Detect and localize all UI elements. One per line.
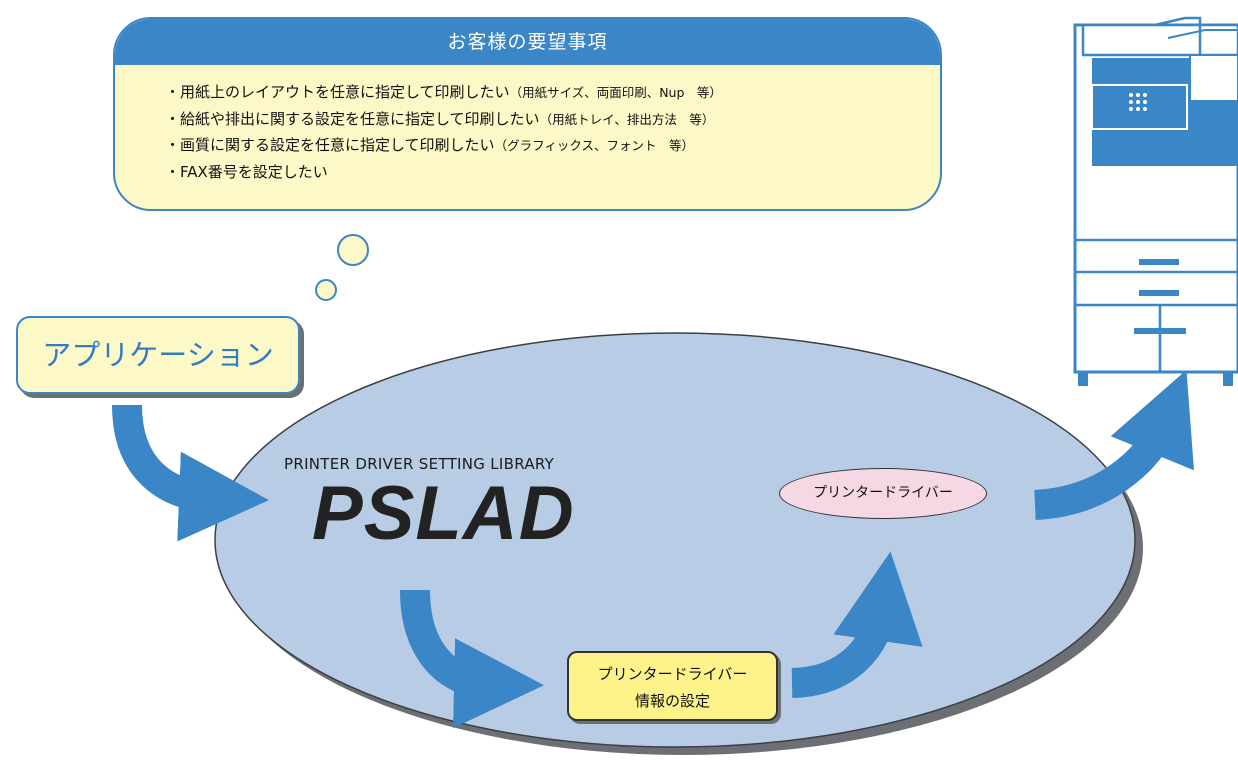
list-item: ・画質に関する設定を任意に指定して印刷したい（グラフィックス、フォント 等） — [165, 132, 940, 159]
thought-bubble-icon — [337, 234, 369, 266]
list-item: ・FAX番号を設定したい — [165, 159, 940, 186]
application-box: アプリケーション — [16, 316, 300, 394]
requirement-text: ・FAX番号を設定したい — [165, 162, 328, 181]
settings-line-2: 情報の設定 — [634, 692, 710, 710]
thought-bubble-icon — [315, 279, 337, 301]
arrow-app-to-pslad-icon — [112, 404, 269, 542]
requirement-text: ・用紙上のレイアウトを任意に指定して印刷したい — [165, 83, 510, 101]
arrow-driver-to-printer-icon — [1033, 370, 1194, 520]
requirements-bubble: お客様の要望事項 ・用紙上のレイアウトを任意に指定して印刷したい（用紙サイズ、両… — [113, 17, 942, 211]
settings-line-1: プリンタードライバー — [597, 665, 748, 683]
list-item: ・用紙上のレイアウトを任意に指定して印刷したい（用紙サイズ、両面印刷、Nup 等… — [165, 79, 940, 106]
printer-icon — [1073, 16, 1238, 386]
settings-box: プリンタードライバー 情報の設定 — [567, 651, 778, 721]
list-item: ・給紙や排出に関する設定を任意に指定して印刷したい（用紙トレイ、排出方法 等） — [165, 106, 940, 133]
requirements-list: ・用紙上のレイアウトを任意に指定して印刷したい（用紙サイズ、両面印刷、Nup 等… — [165, 79, 940, 185]
library-title: PSLAD — [312, 471, 575, 556]
arrow-settings-to-driver-icon — [791, 551, 923, 698]
library-subtitle: PRINTER DRIVER SETTING LIBRARY — [284, 455, 555, 473]
requirement-text: ・給紙や排出に関する設定を任意に指定して印刷したい — [165, 109, 540, 128]
requirement-note: （用紙トレイ、排出方法 等） — [539, 111, 715, 127]
requirements-title: お客様の要望事項 — [115, 19, 940, 65]
requirement-note: （グラフィックス、フォント 等） — [494, 138, 694, 153]
requirement-note: （用紙サイズ、両面印刷、Nup 等） — [509, 85, 722, 100]
requirement-text: ・画質に関する設定を任意に指定して印刷したい — [165, 136, 495, 154]
driver-label: プリンタードライバー — [779, 468, 987, 519]
arrow-pslad-to-settings-icon — [400, 589, 544, 729]
